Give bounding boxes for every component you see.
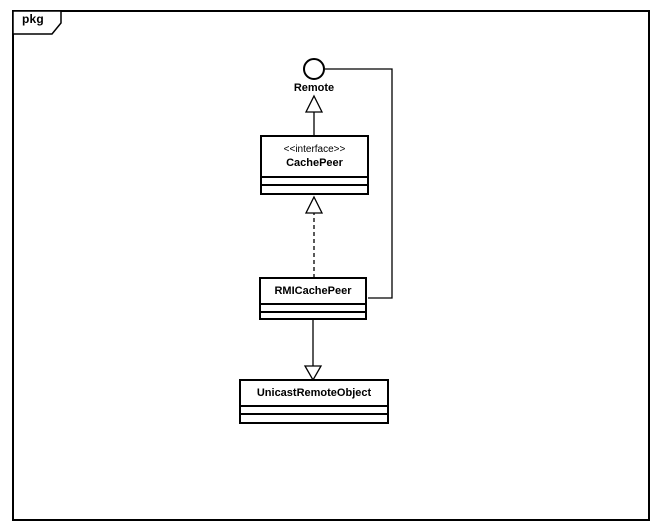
class-title-compartment: <<interface>> CachePeer [262, 137, 367, 176]
hollow-triangle-arrowhead-cachepeer [304, 195, 324, 214]
attributes-compartment [262, 176, 367, 184]
class-name: RMICachePeer [274, 285, 352, 297]
operations-compartment [262, 184, 367, 193]
hollow-triangle-arrowhead-remote [304, 94, 324, 113]
interface-lollipop-circle [303, 58, 325, 80]
class-name: UnicastRemoteObject [256, 387, 372, 399]
lollipop-interface-label: Remote [293, 82, 335, 94]
class-box-rmicachepeer: RMICachePeer [259, 277, 367, 320]
class-name: CachePeer [286, 157, 343, 169]
attributes-compartment [261, 303, 365, 311]
lollipop-connector-line [325, 68, 393, 299]
package-frame-border [12, 10, 650, 521]
operations-compartment [241, 413, 387, 422]
class-title-compartment: UnicastRemoteObject [241, 381, 387, 405]
package-label: pkg [22, 12, 44, 26]
attributes-compartment [241, 405, 387, 413]
class-box-unicastremoteobject: UnicastRemoteObject [239, 379, 389, 424]
operations-compartment [261, 311, 365, 318]
package-tab [12, 10, 62, 35]
class-box-cachepeer: <<interface>> CachePeer [260, 135, 369, 195]
hollow-triangle-arrowhead-unicast [303, 365, 323, 382]
class-title-compartment: RMICachePeer [261, 279, 365, 303]
class-stereotype: <<interface>> [283, 144, 346, 155]
